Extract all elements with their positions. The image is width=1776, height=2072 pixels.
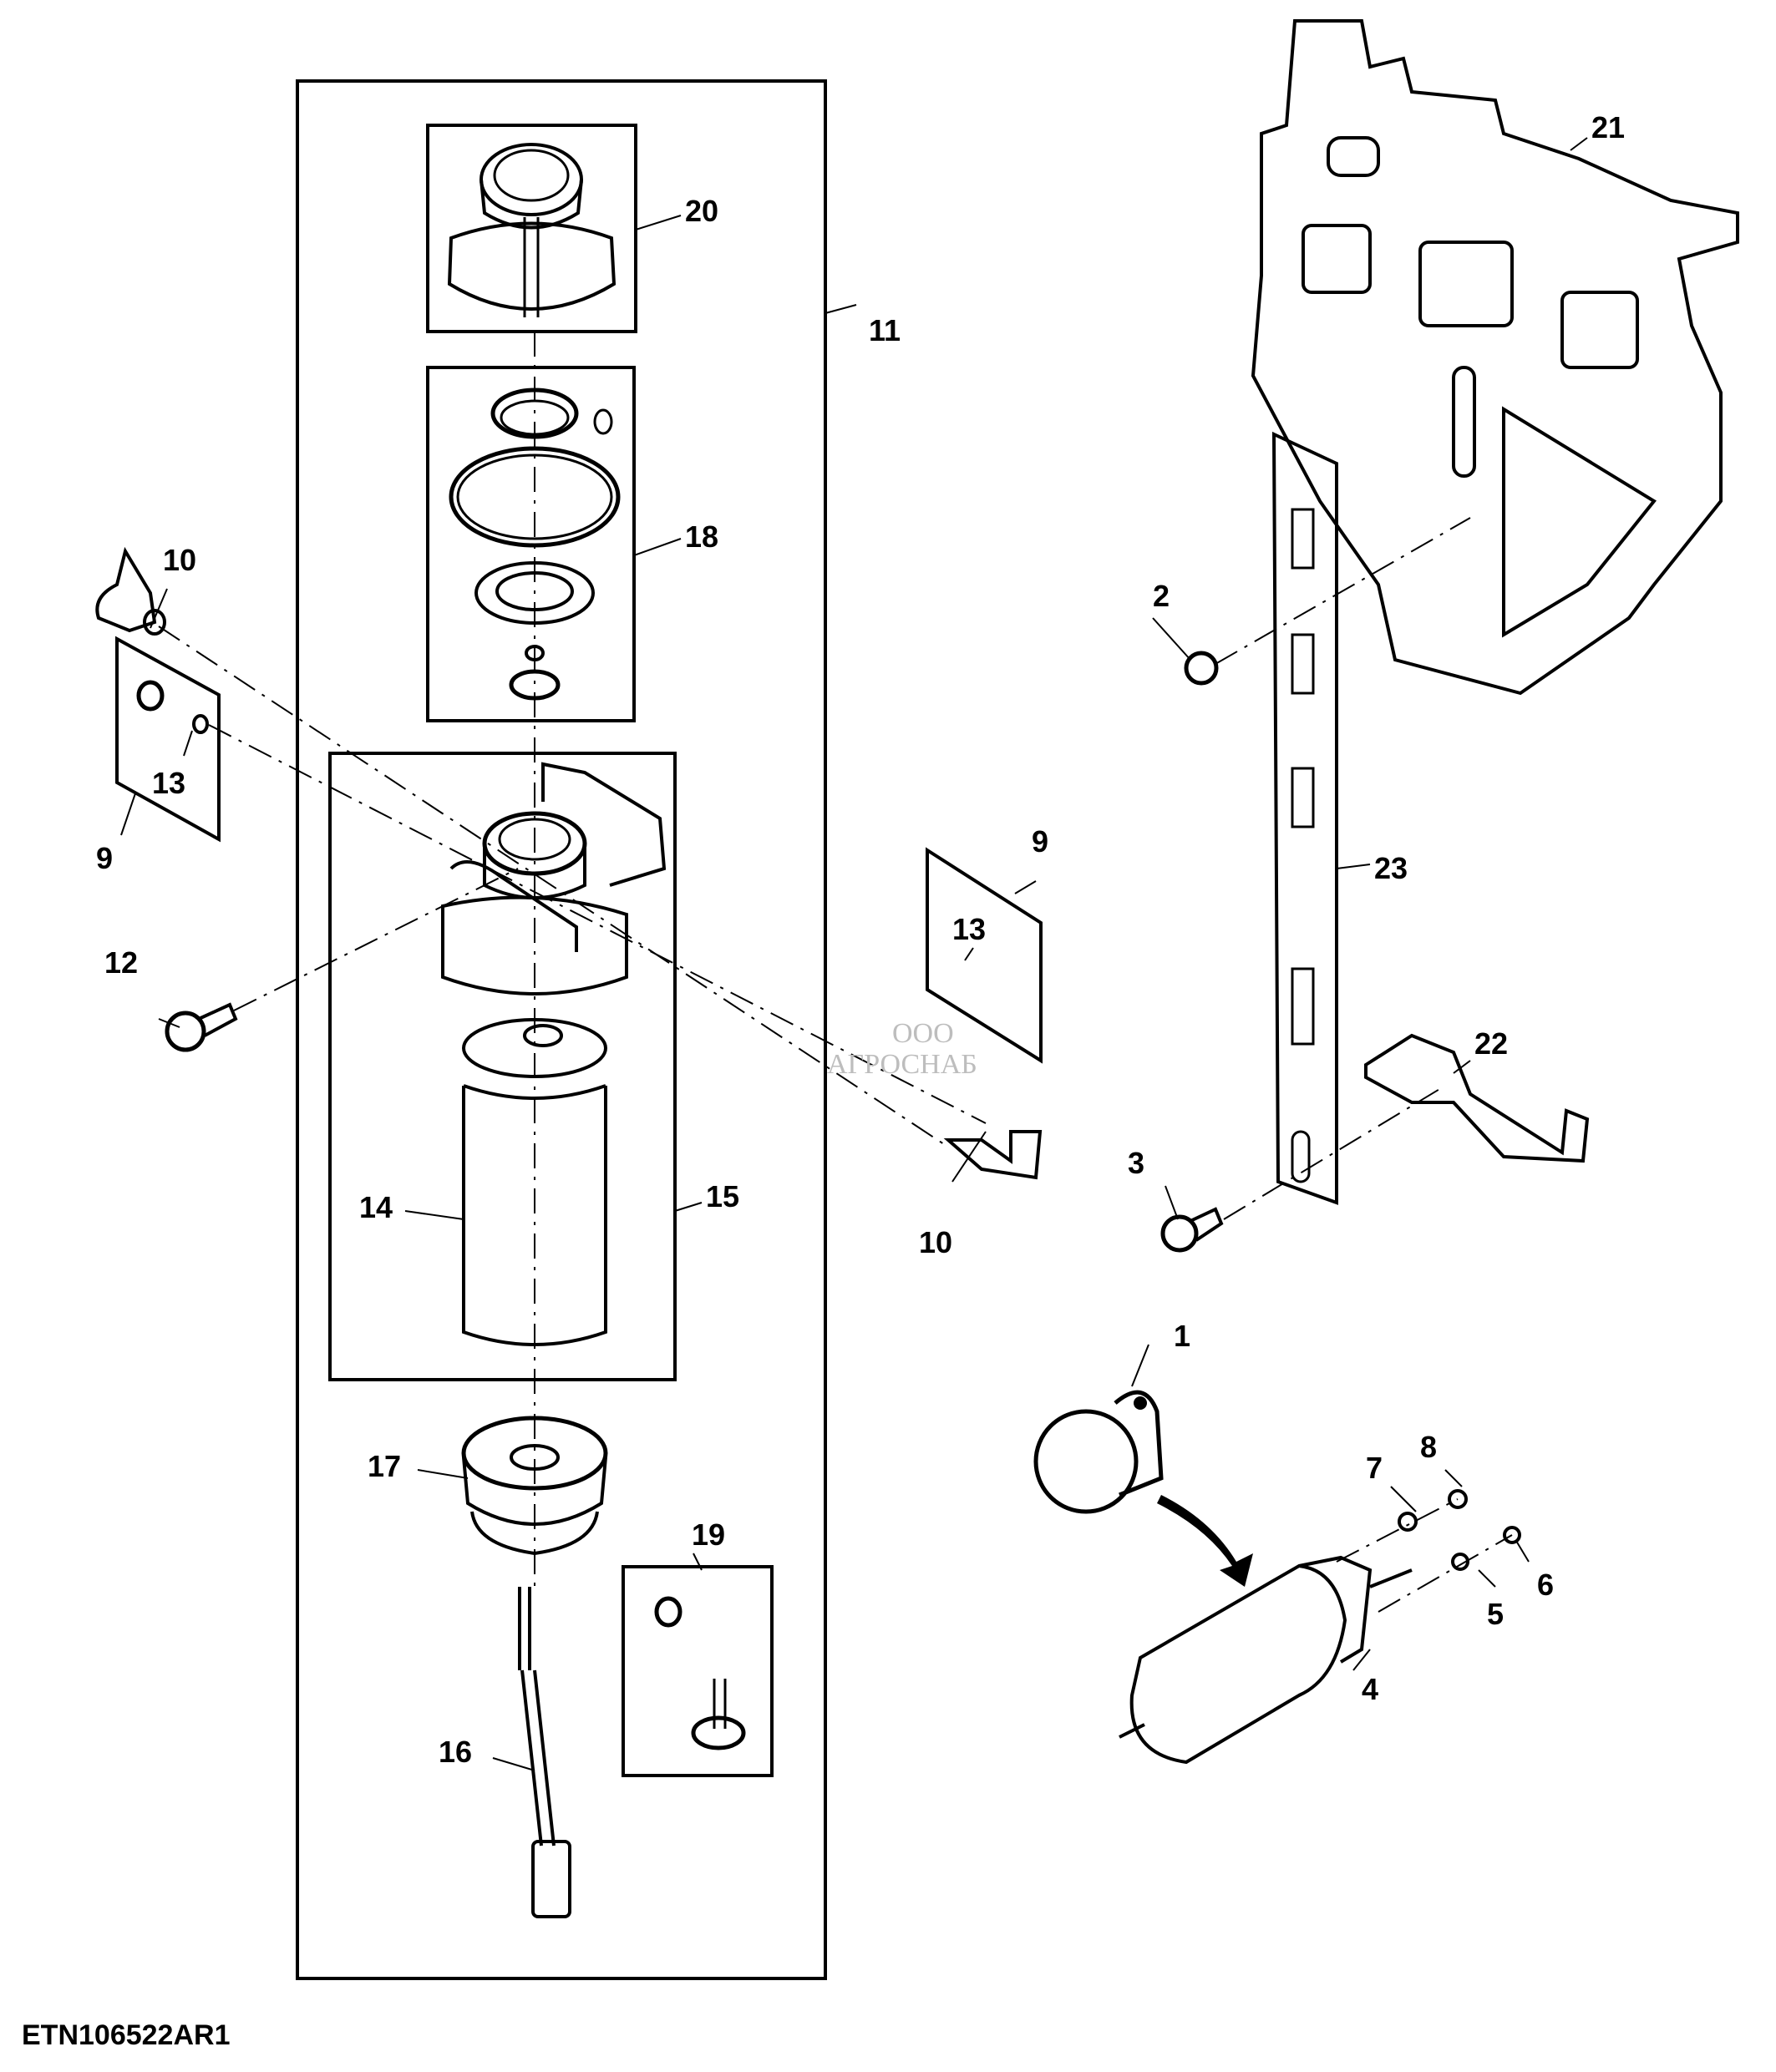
- callout-13-right: 13: [952, 912, 986, 946]
- filter-head: [441, 762, 667, 995]
- svg-text:ООО: ООО: [892, 1018, 954, 1049]
- callout-9-right: 9: [1032, 824, 1048, 859]
- axis-line-13: [208, 724, 987, 1124]
- callout-11: 11: [869, 313, 901, 347]
- figure-code: ETN106522AR1: [22, 2019, 231, 2051]
- callout-22: 22: [1474, 1026, 1508, 1061]
- callout-12: 12: [104, 945, 138, 980]
- strap-23-slots: [1291, 508, 1315, 1183]
- box-plug-9-right: [926, 847, 1043, 1064]
- axis-line-3: [1223, 1085, 1446, 1220]
- callout-13-left: 13: [152, 766, 185, 800]
- callout-10-right: 10: [919, 1225, 952, 1259]
- nut-2: [1184, 651, 1219, 686]
- callout-17: 17: [368, 1449, 401, 1483]
- box-seals-18: [426, 366, 636, 722]
- callout-19: 19: [692, 1517, 725, 1552]
- assembly-box-11: [296, 79, 827, 1980]
- callout-2: 2: [1153, 579, 1170, 613]
- axis-line-2: [1215, 517, 1471, 665]
- callout-18: 18: [685, 519, 718, 554]
- callout-8: 8: [1420, 1430, 1437, 1464]
- watermark-text: АГРОСНАБ: [827, 1049, 977, 1080]
- axis-line-12: [233, 868, 519, 1011]
- leader-lines: [120, 137, 1588, 1771]
- box-parts-19: [622, 1565, 774, 1777]
- clamp-1: [1033, 1390, 1164, 1514]
- callout-5: 5: [1487, 1597, 1504, 1631]
- washers-nuts-5-8: [1398, 1489, 1521, 1571]
- bolt-12: [165, 1002, 238, 1052]
- sensor-16: [518, 1587, 571, 1918]
- callout-3: 3: [1128, 1146, 1144, 1180]
- cap-part-20: [447, 143, 617, 317]
- box-cap-20: [426, 124, 637, 333]
- box-head-15: [328, 752, 677, 1381]
- bolt-3: [1160, 1207, 1224, 1253]
- watermark: ООО АГРОСНАБ: [827, 1018, 977, 1080]
- plug-left: [136, 680, 209, 734]
- callout-14: 14: [359, 1190, 393, 1224]
- callout-1: 1: [1174, 1319, 1190, 1353]
- fuel-pump-4: [1119, 1555, 1413, 1765]
- callout-15: 15: [706, 1179, 739, 1213]
- callout-21: 21: [1591, 110, 1625, 144]
- callout-23: 23: [1374, 851, 1408, 885]
- bracket-21: [1251, 19, 1739, 696]
- callout-20: 20: [685, 194, 718, 228]
- callout-16: 16: [439, 1735, 472, 1769]
- axis-line-7-8: [1336, 1498, 1459, 1563]
- callout-4: 4: [1362, 1672, 1378, 1706]
- callout-6: 6: [1537, 1568, 1554, 1602]
- callout-10-left: 10: [163, 543, 196, 577]
- parts-19: [654, 1596, 746, 1750]
- bracket-22: [1364, 1033, 1590, 1163]
- arrow-clamp-to-pump: [1157, 1495, 1253, 1587]
- bracket-21-holes: [1302, 136, 1657, 638]
- box-plug-9-left: [115, 636, 221, 843]
- elbow-fitting-10-left: [95, 546, 166, 636]
- callout-7: 7: [1366, 1451, 1383, 1485]
- axis-line-10: [158, 626, 945, 1145]
- strap-23: [1271, 431, 1338, 1205]
- callout-9-left: 9: [96, 841, 113, 875]
- elbow-fitting-10-right: [943, 1130, 1043, 1180]
